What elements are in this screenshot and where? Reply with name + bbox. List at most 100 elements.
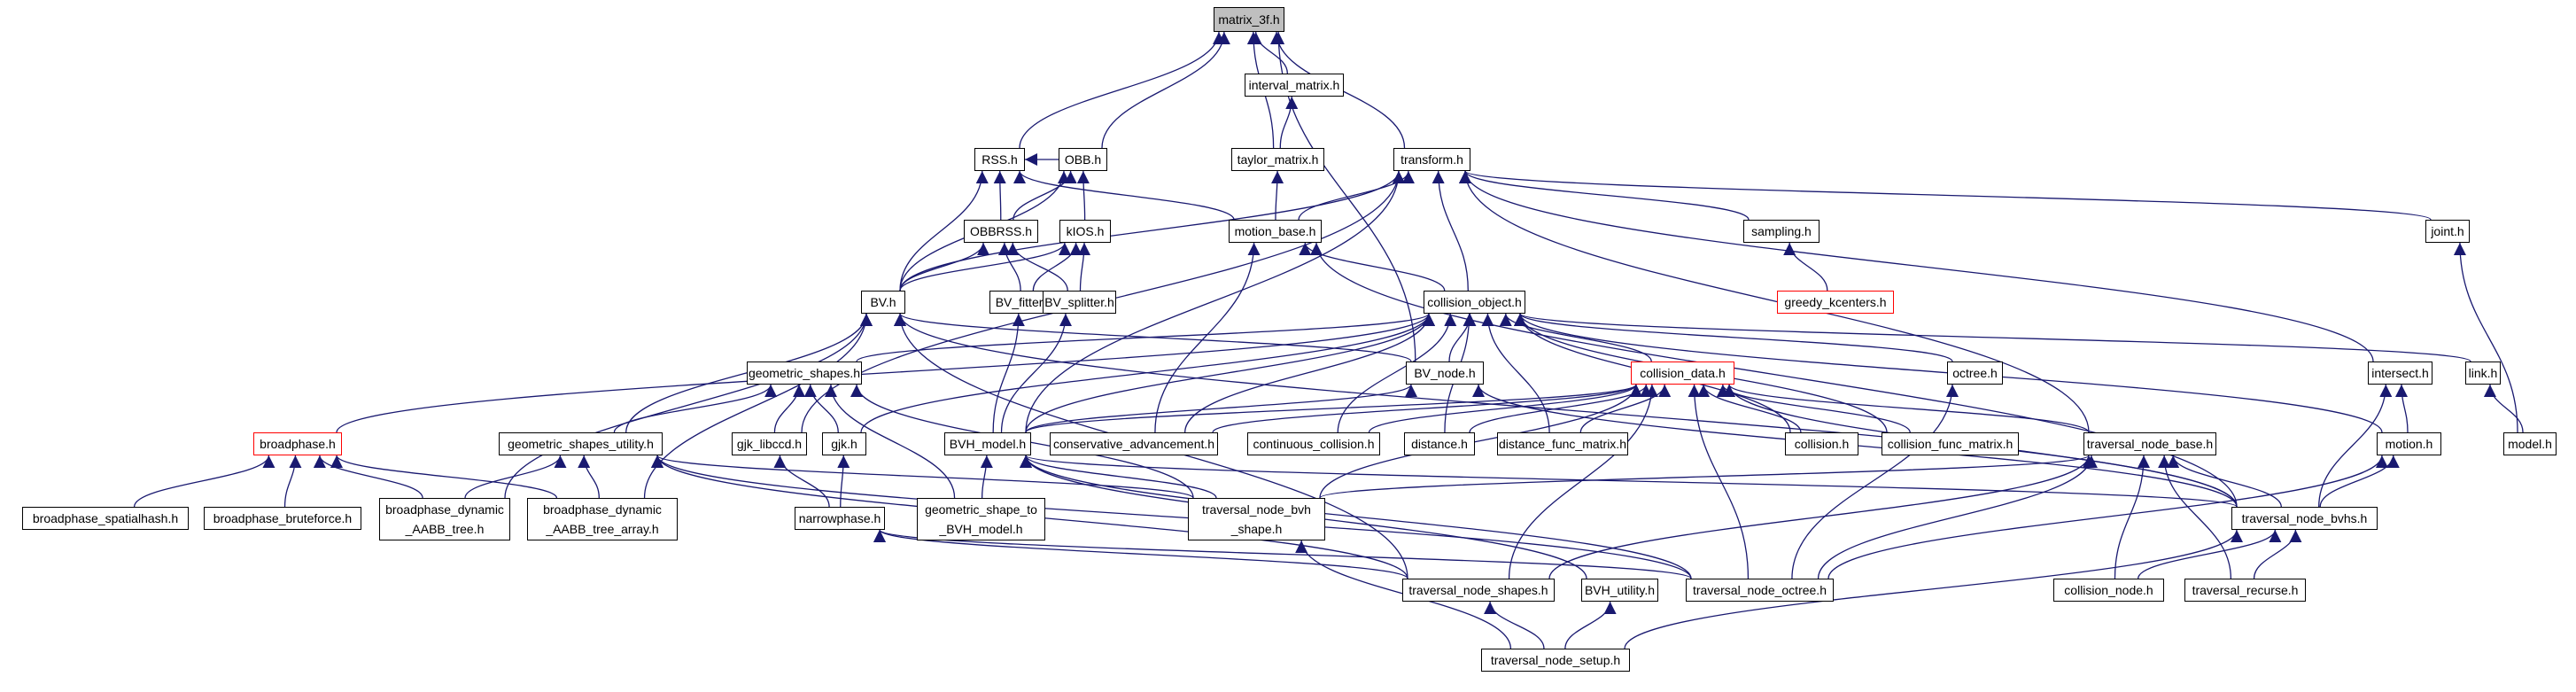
edge-model-to-joint — [2453, 242, 2518, 433]
node-distfunc[interactable]: distance_func_matrix.h — [1497, 432, 1628, 455]
edge-tnoctree-to-motion — [1827, 455, 2388, 579]
edge-tnbvhs-to-bv — [894, 313, 2238, 508]
edge-motionbase-to-transform — [1298, 170, 1415, 221]
edge-broadphase-to-collobj — [336, 313, 1435, 433]
edge-interval-to-matrix — [1249, 31, 1288, 74]
edge-bvsplitter-to-obbrss — [1006, 242, 1068, 292]
node-tnoctree[interactable]: traversal_node_octree.h — [1686, 579, 1834, 602]
node-gjklibccd[interactable]: gjk_libccd.h — [732, 432, 807, 455]
node-bpbrute[interactable]: broadphase_bruteforce.h — [204, 507, 361, 530]
edge-tnshapes-to-narrowphase — [873, 529, 1408, 579]
node-contcoll[interactable]: continuous_collision.h — [1247, 432, 1380, 455]
edge-narrowphase-to-gjklibccd — [773, 455, 830, 508]
edge-bvhmodel-to-transform — [1025, 170, 1405, 433]
node-collobj[interactable]: collision_object.h — [1424, 291, 1525, 314]
node-bpdynarr[interactable]: broadphase_dynamic _AABB_tree_array.h — [527, 498, 678, 540]
node-tnsetup[interactable]: traversal_node_setup.h — [1481, 649, 1630, 672]
node-tnshapes[interactable]: traversal_node_shapes.h — [1402, 579, 1555, 602]
edge-bpdynarr-to-broadphase — [330, 455, 558, 499]
node-obb[interactable]: OBB.h — [1059, 148, 1107, 171]
node-bpspatial[interactable]: broadphase_spatialhash.h — [22, 507, 189, 530]
node-transform[interactable]: transform.h — [1393, 148, 1470, 171]
edge-greedy-to-sampling — [1783, 242, 1828, 292]
edge-bvhmodel-to-bvnode — [1025, 384, 1417, 433]
edge-collobj-to-transform — [1432, 170, 1469, 292]
node-taylor[interactable]: taylor_matrix.h — [1231, 148, 1324, 171]
edge-tnbvhs-to-intersect — [2318, 384, 2393, 508]
node-collision[interactable]: collision.h — [1785, 432, 1858, 455]
node-motion[interactable]: motion.h — [2377, 432, 2441, 455]
edge-bpspatial-to-broadphase — [133, 455, 275, 508]
node-tnbvhshape[interactable]: traversal_node_bvh _shape.h — [1188, 498, 1325, 540]
node-geotobvh[interactable]: geometric_shape_to _BVH_model.h — [917, 498, 1045, 540]
node-greedy[interactable]: greedy_kcenters.h — [1777, 291, 1894, 314]
node-model[interactable]: model.h — [2503, 432, 2557, 455]
node-travrec[interactable]: traversal_recurse.h — [2184, 579, 2306, 602]
node-bv[interactable]: BV.h — [861, 291, 905, 314]
edge-tnsetup-to-tnshapes — [1484, 601, 1545, 649]
node-joint[interactable]: joint.h — [2425, 220, 2470, 243]
edge-tnbvhshape-to-bvhmodel — [1020, 455, 1217, 499]
edge-model-to-link — [2483, 384, 2524, 433]
edge-bvhmodel-to-collobj — [1025, 313, 1435, 433]
edge-tnoctree-to-tnbase — [1817, 455, 2098, 579]
node-collfunc[interactable]: collision_func_matrix.h — [1882, 432, 2019, 455]
edge-bvhmodel-to-bvsplitter — [1000, 313, 1072, 433]
node-colldata[interactable]: collision_data.h — [1631, 362, 1734, 385]
edge-bvsplitter-to-kios — [1078, 242, 1091, 292]
node-bvsplitter[interactable]: BV_splitter.h — [1043, 291, 1116, 314]
edge-motionbase-to-taylor — [1271, 170, 1284, 221]
edge-geotobvh-to-geoshapes — [824, 384, 956, 499]
edge-collision-to-colldata — [1697, 384, 1802, 433]
node-narrowphase[interactable]: narrowphase.h — [795, 507, 885, 530]
node-bvfitter[interactable]: BV_fitter.h — [989, 291, 1059, 314]
edge-distfunc-to-colldata — [1579, 384, 1672, 433]
node-rss[interactable]: RSS.h — [974, 148, 1025, 171]
node-bvhutil[interactable]: BVH_utility.h — [1581, 579, 1658, 602]
node-geoutil[interactable]: geometric_shapes_utility.h — [499, 432, 663, 455]
node-distance[interactable]: distance.h — [1404, 432, 1475, 455]
edge-gjk-to-collobj — [860, 313, 1435, 433]
node-kios[interactable]: kIOS.h — [1059, 220, 1111, 243]
edge-bvfitter-to-obbrss — [997, 242, 1021, 292]
node-obbrss[interactable]: OBBRSS.h — [964, 220, 1038, 243]
node-motionbase[interactable]: motion_base.h — [1229, 220, 1322, 243]
node-intersect[interactable]: intersect.h — [2368, 362, 2432, 385]
node-bvnode[interactable]: BV_node.h — [1406, 362, 1484, 385]
edge-tnsetup-to-tnbvhs — [1624, 529, 2243, 649]
edge-tnoctree-to-geoutil — [651, 455, 1692, 579]
edge-collobj-to-motionbase — [1299, 242, 1446, 292]
node-geoshapes[interactable]: geometric_shapes.h — [747, 362, 862, 385]
edge-gjk-to-geoshapes — [803, 384, 839, 433]
edge-bv-to-transform — [899, 170, 1405, 292]
node-bpdynaabb[interactable]: broadphase_dynamic _AABB_tree.h — [379, 498, 510, 540]
edge-travrec-to-tnbase — [2158, 455, 2232, 579]
node-consadv[interactable]: conservative_advancement.h — [1050, 432, 1218, 455]
edge-tnbase-to-colldata — [1723, 384, 2090, 433]
node-bvhmodel[interactable]: BVH_model.h — [944, 432, 1031, 455]
edge-tnbvhshape-to-colldata — [1319, 384, 1642, 499]
node-tnbvhs[interactable]: traversal_node_bvhs.h — [2231, 507, 2378, 530]
node-gjk[interactable]: gjk.h — [822, 432, 866, 455]
node-matrix[interactable]: matrix_3f.h — [1214, 7, 1284, 32]
edge-colldata-to-collobj — [1499, 313, 1652, 362]
node-tnbase[interactable]: traversal_node_base.h — [2083, 432, 2216, 455]
node-collnode[interactable]: collision_node.h — [2053, 579, 2164, 602]
node-broadphase[interactable]: broadphase.h — [253, 432, 342, 455]
node-link[interactable]: link.h — [2465, 362, 2501, 385]
edge-motionbase-to-rss — [1013, 170, 1235, 221]
node-sampling[interactable]: sampling.h — [1743, 220, 1819, 243]
edge-geoutil-to-geoshapes — [613, 384, 778, 433]
edge-distfunc-to-collobj — [1481, 313, 1550, 433]
edge-bpbrute-to-broadphase — [283, 455, 302, 508]
edge-tnoctree-to-bvhmodel — [1020, 455, 1692, 579]
edge-geoshapes-to-collobj — [856, 313, 1435, 362]
edge-tnbvhshape-to-tnbase — [1319, 455, 2095, 499]
edge-bv-to-kios — [899, 242, 1071, 292]
node-interval[interactable]: interval_matrix.h — [1245, 74, 1344, 97]
edge-tnbvhs-to-motion — [2319, 455, 2400, 508]
edge-obb-to-matrix — [1101, 31, 1230, 149]
edge-link-to-collobj — [1514, 313, 2471, 362]
node-octree[interactable]: octree.h — [1947, 362, 2003, 385]
